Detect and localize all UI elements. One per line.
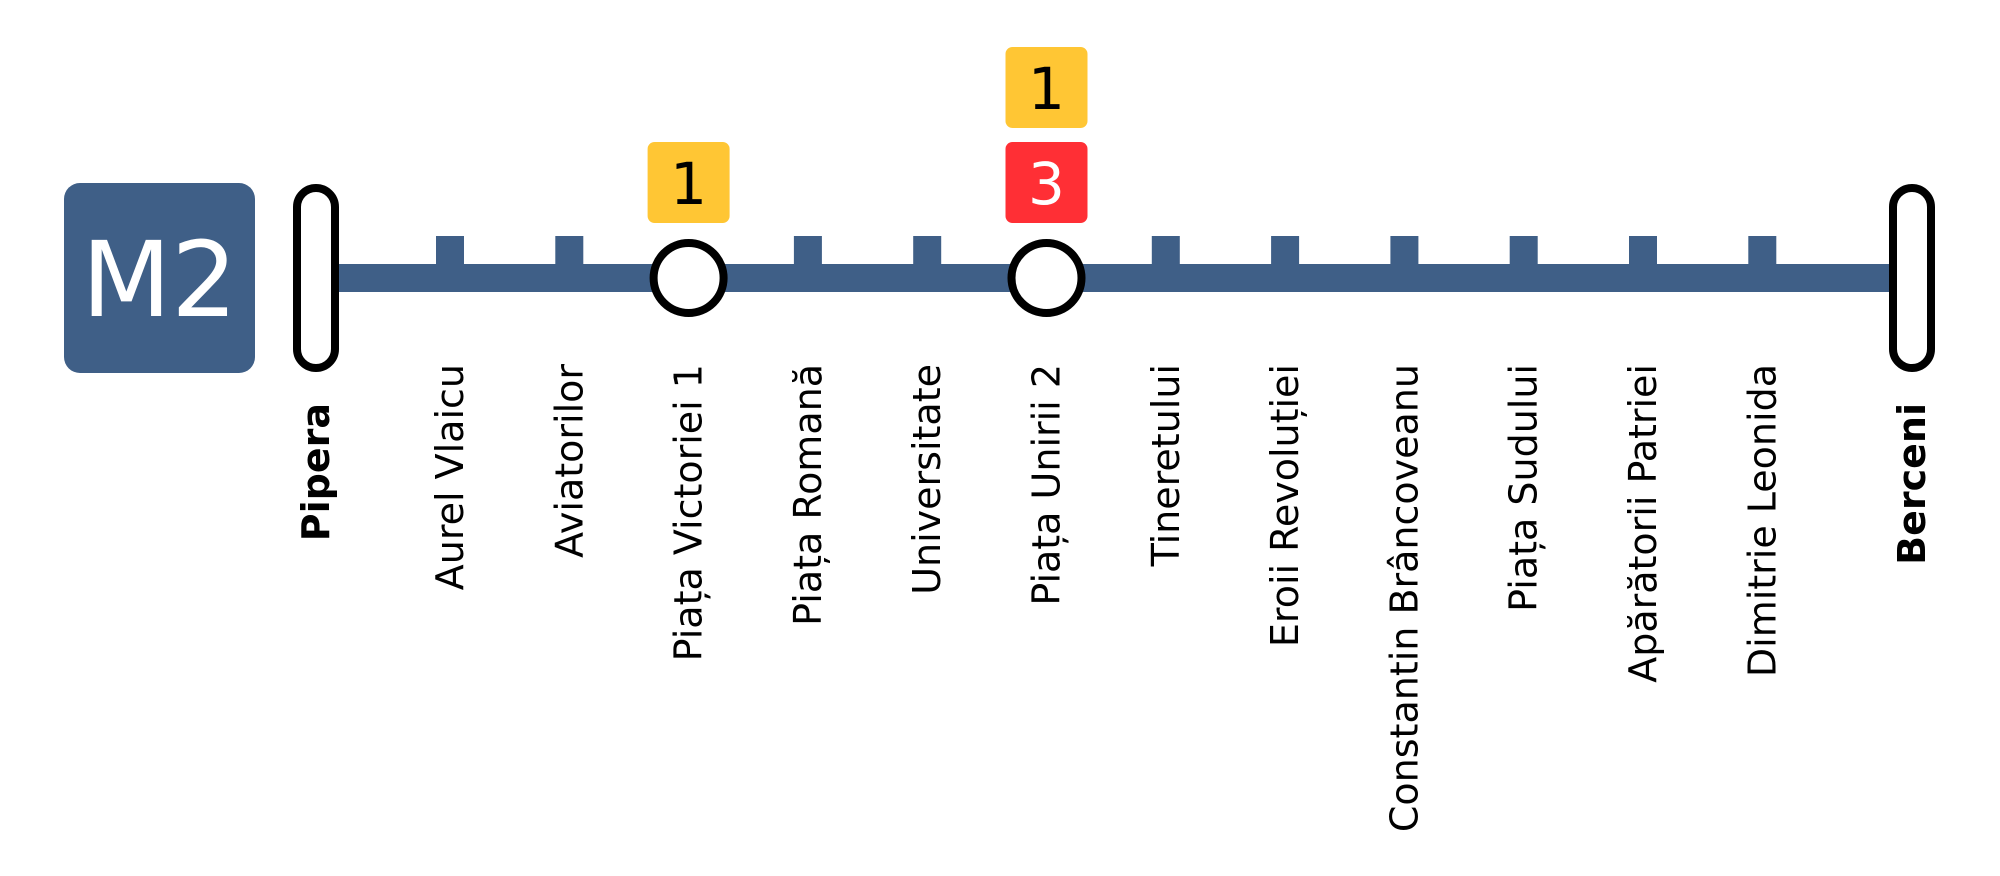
station-label: Piața Sudului (1502, 364, 1546, 612)
stop-tick (1151, 236, 1180, 265)
station-eroii-revolutiei[interactable]: Eroii Revoluției (1263, 236, 1307, 647)
stop-tick (436, 236, 464, 265)
station-label: Pipera (294, 403, 338, 541)
terminal-marker (293, 184, 339, 372)
station-dimitrie-leonida[interactable]: Dimitrie Leonida (1740, 236, 1784, 677)
station-pipera[interactable]: Pipera (293, 184, 339, 541)
station-label: Universitate (905, 364, 949, 595)
terminal-marker (1889, 184, 1935, 372)
stop-tick (1629, 236, 1657, 265)
station-universitate[interactable]: Universitate (905, 236, 949, 595)
station-label: Berceni (1890, 403, 1934, 565)
connection-badge-label: 1 (1028, 55, 1065, 123)
station-label: Piața Unirii 2 (1025, 364, 1069, 606)
station-label: Aviatorilor (547, 364, 591, 558)
stop-tick (913, 236, 942, 265)
station-aurel-vlaicu[interactable]: Aurel Vlaicu (428, 236, 472, 590)
station-tineretului[interactable]: Tineretului (1144, 236, 1188, 567)
interchange-marker (649, 239, 728, 317)
connection-badge-label: 1 (670, 150, 707, 218)
stop-tick (1390, 236, 1419, 265)
station-label: Eroii Revoluției (1263, 364, 1307, 647)
station-aparatorii-patriei[interactable]: Apărătorii Patriei (1621, 236, 1665, 683)
line-track (316, 264, 1912, 292)
station-label: Dimitrie Leonida (1740, 364, 1784, 677)
line-badge-label: M2 (82, 219, 238, 341)
station-piata-romana[interactable]: Piața Romană (786, 236, 830, 626)
stop-tick (1509, 236, 1538, 265)
stop-tick (555, 236, 584, 265)
station-label: Piața Romană (786, 364, 830, 626)
stop-tick (1271, 236, 1300, 265)
interchange-marker (1007, 239, 1086, 317)
connection-badge-label: 3 (1028, 150, 1065, 218)
stop-tick (1748, 236, 1777, 265)
station-piata-sudului[interactable]: Piața Sudului (1502, 236, 1546, 612)
station-aviatorilor[interactable]: Aviatorilor (547, 236, 591, 558)
station-berceni[interactable]: Berceni (1889, 184, 1935, 565)
station-constantin-brancoveanu[interactable]: Constantin Brâncoveanu (1382, 236, 1426, 832)
station-label: Apărătorii Patriei (1621, 364, 1665, 683)
station-label: Aurel Vlaicu (428, 364, 472, 590)
stop-tick (793, 236, 822, 265)
station-label: Tineretului (1144, 364, 1188, 567)
station-label: Constantin Brâncoveanu (1382, 364, 1426, 832)
connection-badge-line-1[interactable]: 1 (647, 142, 730, 223)
station-label: Piața Victoriei 1 (667, 364, 711, 661)
connection-badge-line-3[interactable]: 3 (1005, 142, 1088, 223)
connection-badge-line-1[interactable]: 1 (1005, 47, 1088, 128)
line-badge: M2 (64, 183, 255, 373)
